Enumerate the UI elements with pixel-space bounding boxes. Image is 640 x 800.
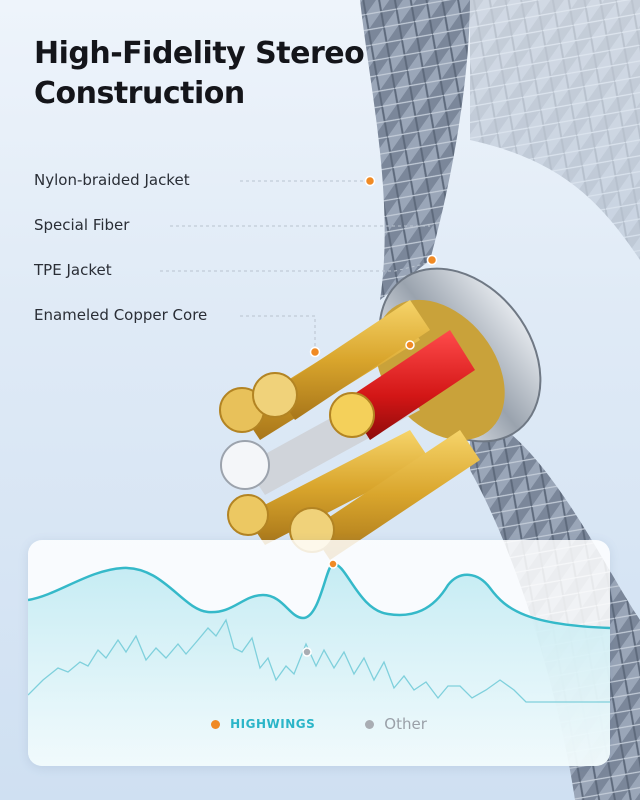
waveform-comparison-panel: HIGHWINGS Other (28, 540, 610, 766)
tpe-red-core (345, 330, 475, 440)
highwings-wave-line (28, 562, 610, 630)
braided-jacket-upper (360, 0, 470, 300)
legend-label-other: Other (384, 715, 427, 733)
orange-dot-icon (211, 719, 221, 729)
callout-tpe-jacket: TPE Jacket (34, 261, 112, 279)
copper-core-strands (219, 300, 480, 560)
callout-enameled-copper-core: Enameled Copper Core (34, 306, 208, 324)
waveform-graphic (28, 559, 610, 766)
page-title: High-Fidelity Stereo Construction (34, 36, 365, 111)
other-peak-marker (302, 647, 312, 657)
legend-item-highwings: HIGHWINGS (211, 717, 315, 731)
callout-markers (309, 175, 438, 358)
callout-leaders (160, 180, 433, 350)
gray-dot-icon (365, 719, 375, 729)
legend: HIGHWINGS Other (28, 712, 610, 736)
callout-nylon-braided-jacket: Nylon-braided Jacket (34, 171, 190, 189)
callout-special-fiber: Special Fiber (34, 216, 130, 234)
legend-item-other: Other (365, 715, 427, 733)
highwings-peak-marker (328, 559, 338, 569)
legend-label-highwings: HIGHWINGS (230, 717, 316, 731)
other-wave-line (28, 618, 610, 703)
other-wave-fill (28, 620, 610, 766)
